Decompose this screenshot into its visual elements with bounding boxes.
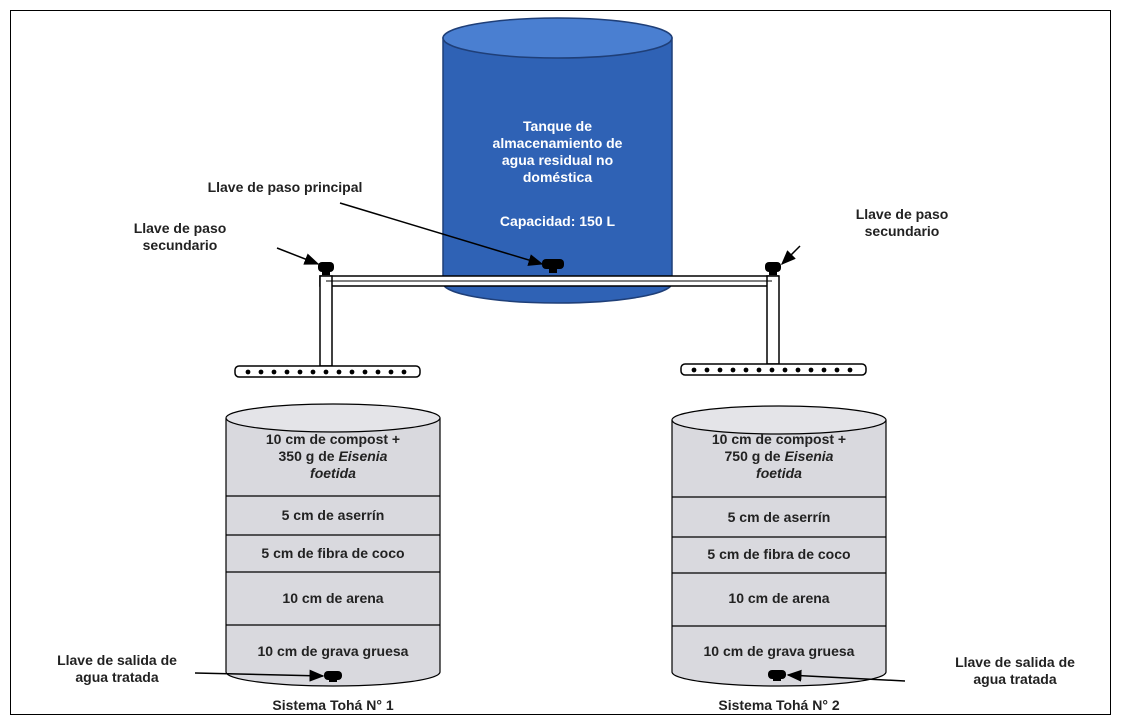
system2-name: Sistema Tohá N° 2 <box>718 697 840 713</box>
label-main-valve: Llave de paso principal <box>207 179 363 195</box>
system1-layer-sand: 10 cm de arena <box>282 590 384 606</box>
system1-layer-compost: 10 cm de compost + 350 g de Eisenia foet… <box>265 431 401 481</box>
arrow-main-valve <box>339 202 544 266</box>
diagram-frame <box>10 10 1111 715</box>
system1-layer-gravel: 10 cm de grava gruesa <box>257 643 409 659</box>
arrow-outlet-left <box>194 669 325 682</box>
label-outlet-right: Llave de salida de agua tratada <box>955 654 1075 687</box>
arrow-outlet-right <box>786 669 906 682</box>
label-secondary-valve-left: Llave de paso secundario <box>133 220 227 253</box>
secondary-valve-left <box>318 262 334 275</box>
system1-name: Sistema Tohá N° 1 <box>272 697 394 713</box>
sprinkler-left <box>234 365 421 378</box>
system2-layer-sand: 10 cm de arena <box>728 590 830 606</box>
sprinkler-right <box>680 363 867 376</box>
outlet-valve-left <box>324 671 342 682</box>
system2-layer-coconut: 5 cm de fibra de coco <box>707 546 851 562</box>
label-outlet-left: Llave de salida de agua tratada <box>57 652 177 685</box>
outlet-valve-right <box>768 670 786 681</box>
system2-layer-gravel: 10 cm de grava gruesa <box>703 643 855 659</box>
secondary-valve-right <box>765 262 781 275</box>
main-valve <box>542 259 564 273</box>
tank-capacity: Capacidad: 150 L <box>499 213 616 229</box>
system1-layer-coconut: 5 cm de fibra de coco <box>261 545 405 561</box>
system2-layer-sawdust: 5 cm de aserrín <box>727 509 831 525</box>
system1-layer-sawdust: 5 cm de aserrín <box>281 507 385 523</box>
label-secondary-valve-right: Llave de paso secundario <box>855 206 949 239</box>
system2-layer-compost: 10 cm de compost + 750 g de Eisenia foet… <box>711 431 847 481</box>
pipe-network <box>319 275 780 367</box>
tank-title: Tanque de almacenamiento de agua residua… <box>492 118 623 185</box>
column-system-1 <box>225 403 441 687</box>
arrow-secondary-right <box>780 245 801 266</box>
column-system-2 <box>671 405 887 687</box>
arrow-secondary-left <box>276 247 320 265</box>
